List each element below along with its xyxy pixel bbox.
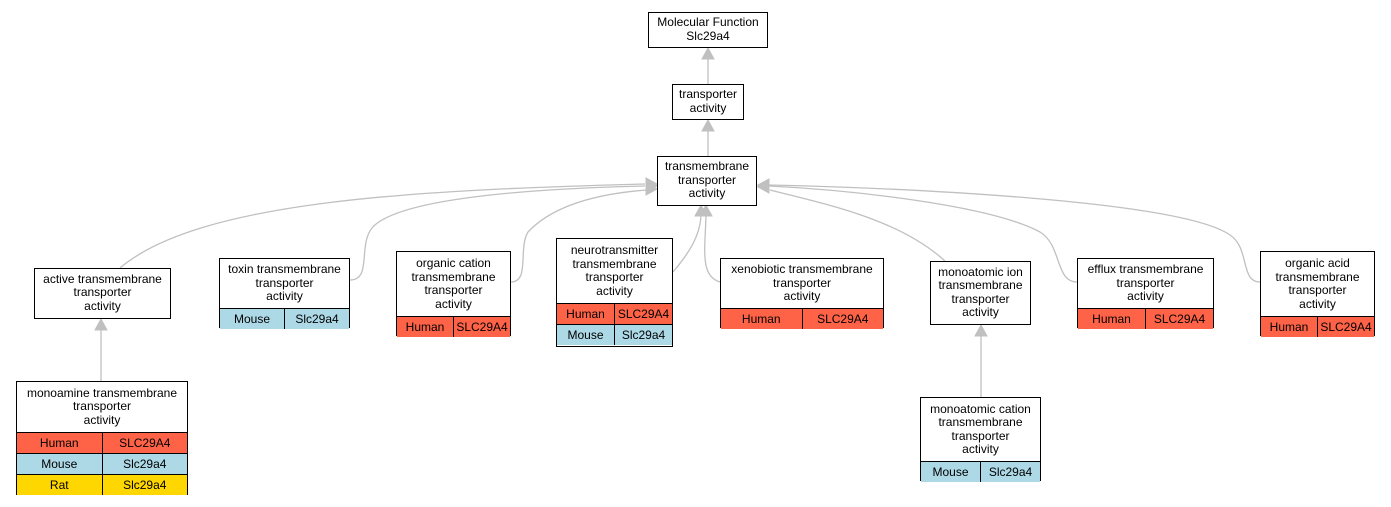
node-root[interactable]: Molecular Function Slc29a4 [648, 12, 768, 48]
node-label: transmembrane transporter activity [664, 159, 750, 201]
edge-toxin-to-transmembrane [349, 185, 646, 281]
edge-organic_cation-to-transmembrane [510, 189, 648, 283]
node-organic-cation[interactable]: organic cation transmembrane transporter… [396, 251, 511, 337]
gene-cell: SLC29A4 [801, 309, 884, 329]
annotation-row: Mouse Slc29a4 [921, 461, 1040, 482]
arrowhead-organic_acid-to-transmembrane [756, 178, 770, 192]
gene-cell: Slc29a4 [980, 462, 1040, 482]
annotation-row: Mouse Slc29a4 [17, 453, 187, 474]
gene-cell: Slc29a4 [101, 475, 188, 495]
arrowhead-transporter-to-root [701, 46, 715, 60]
node-label: active transmembrane transporter activit… [43, 271, 162, 313]
node-transmembrane[interactable]: transmembrane transporter activity [657, 156, 757, 206]
annotation-row: Human SLC29A4 [1078, 308, 1213, 329]
species-cell: Human [1269, 320, 1309, 334]
arrowhead-xenobiotic-to-transmembrane [699, 203, 713, 217]
species-cell: Mouse [233, 312, 271, 326]
annotation-row: Rat Slc29a4 [17, 474, 187, 495]
annotation-row: Mouse Slc29a4 [557, 324, 672, 345]
node-active[interactable]: active transmembrane transporter activit… [34, 268, 171, 319]
species-cell: Mouse [932, 465, 969, 479]
arrowhead-organic_cation-to-transmembrane [645, 182, 659, 196]
arrowhead-monoatomic_cation-to-monoatomic_ion [974, 323, 988, 337]
species-cell: Human [39, 436, 79, 450]
species-cell: Human [566, 307, 605, 321]
species-cell: Mouse [567, 328, 604, 342]
node-label: monoatomic cation transmembrane transpor… [930, 401, 1031, 456]
edge-xenobiotic-to-transmembrane [704, 215, 721, 283]
species-cell: Human [741, 312, 781, 326]
gene-cell: Slc29a4 [614, 325, 672, 345]
gene-cell: SLC29A4 [614, 304, 672, 324]
arrowhead-transmembrane-to-transporter [701, 118, 715, 132]
edge-monoatomic_ion-to-transmembrane [769, 189, 946, 262]
node-label: transporter activity [678, 87, 738, 115]
node-label: toxin transmembrane transporter activity [228, 262, 341, 304]
edge-organic_acid-to-transmembrane [768, 184, 1261, 283]
node-label: Molecular Function Slc29a4 [657, 15, 759, 43]
node-neurotransmitter[interactable]: neurotransmitter transmembrane transport… [556, 238, 673, 347]
node-label: efflux transmembrane transporter activit… [1087, 262, 1204, 304]
node-toxin[interactable]: toxin transmembrane transporter activity… [219, 258, 350, 329]
node-label: organic cation transmembrane transporter… [411, 256, 496, 311]
annotation-row: Human SLC29A4 [1261, 316, 1374, 337]
edge-efflux-to-transmembrane [768, 185, 1078, 283]
gene-cell: SLC29A4 [453, 317, 510, 337]
gene-cell: SLC29A4 [1317, 317, 1374, 337]
node-transporter[interactable]: transporter activity [672, 84, 744, 120]
node-efflux[interactable]: efflux transmembrane transporter activit… [1077, 258, 1214, 329]
node-organic-acid[interactable]: organic acid transmembrane transporter a… [1260, 251, 1375, 337]
gene-cell: Slc29a4 [284, 309, 349, 329]
gene-cell: SLC29A4 [101, 433, 188, 453]
annotation-row: Mouse Slc29a4 [220, 308, 349, 329]
node-label: monoatomic ion transmembrane transporter… [938, 264, 1023, 320]
edge-active-to-transmembrane [119, 183, 646, 269]
node-label: organic acid transmembrane transporter a… [1275, 256, 1360, 311]
gene-cell: Slc29a4 [101, 454, 188, 474]
node-label: xenobiotic transmembrane transporter act… [731, 262, 873, 304]
node-monoatomic-ion[interactable]: monoatomic ion transmembrane transporter… [930, 261, 1031, 325]
annotation-row: Human SLC29A4 [721, 308, 883, 329]
annotation-row: Human SLC29A4 [557, 303, 672, 324]
gene-cell: SLC29A4 [1145, 309, 1213, 329]
annotation-row: Human SLC29A4 [17, 432, 187, 453]
node-label: monoamine transmembrane transporter acti… [26, 385, 178, 427]
annotation-row: Human SLC29A4 [397, 316, 510, 337]
species-cell: Human [405, 320, 445, 334]
node-monoatomic-cation[interactable]: monoatomic cation transmembrane transpor… [920, 397, 1041, 482]
node-label: neurotransmitter transmembrane transport… [570, 243, 659, 298]
node-monoamine[interactable]: monoamine transmembrane transporter acti… [16, 381, 188, 495]
species-cell: Mouse [41, 457, 78, 471]
arrowhead-monoamine-to-active [94, 317, 108, 331]
node-xenobiotic[interactable]: xenobiotic transmembrane transporter act… [720, 258, 884, 329]
species-cell: Human [1092, 312, 1131, 326]
edge-neurotransmitter-to-transmembrane [672, 215, 702, 273]
species-cell: Rat [49, 478, 69, 492]
